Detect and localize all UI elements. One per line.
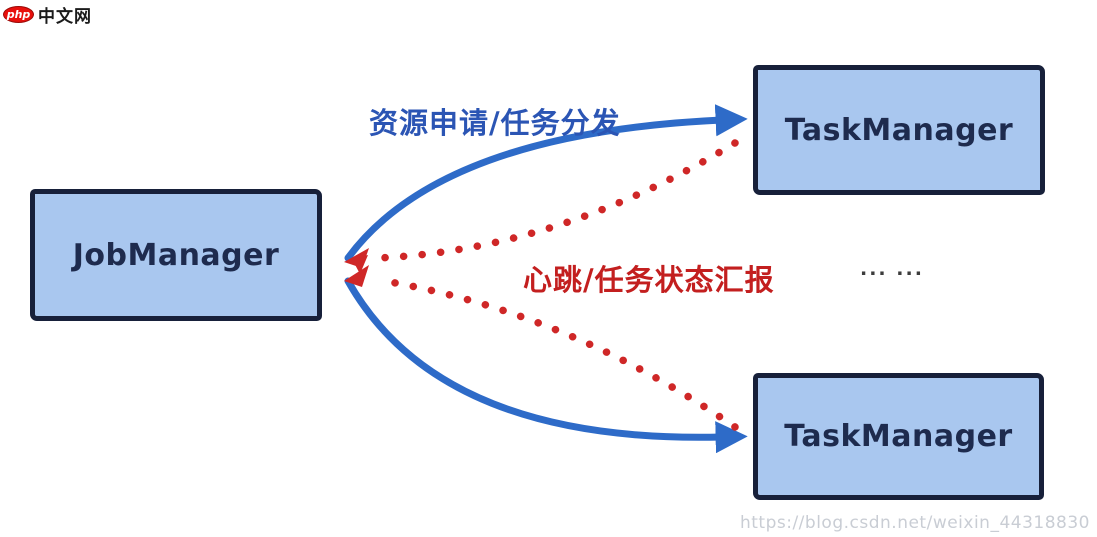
task-manager-bottom-node: TaskManager	[753, 373, 1044, 500]
task-manager-top-node: TaskManager	[753, 65, 1045, 195]
php-logo-badge-icon: php	[3, 6, 34, 23]
php-cn-logo[interactable]: php 中文网	[3, 2, 92, 27]
resource-request-edge-label: 资源申请/任务分发	[369, 106, 621, 140]
resource-request-arrow-top	[344, 104, 748, 262]
task-manager-bottom-label: TaskManager	[784, 419, 1013, 454]
job-manager-node: JobManager	[30, 189, 322, 321]
more-nodes-ellipsis: ... ...	[860, 258, 924, 280]
heartbeat-arrow-top	[374, 139, 739, 262]
resource-request-arrow-bottom	[344, 277, 748, 454]
task-manager-top-label: TaskManager	[784, 112, 1014, 148]
job-manager-label: JobManager	[72, 237, 280, 273]
csdn-watermark: https://blog.csdn.net/weixin_44318830	[739, 513, 1090, 533]
heartbeat-edge-label: 心跳/任务状态汇报	[523, 263, 775, 297]
php-logo-text: 中文网	[38, 7, 92, 27]
heartbeat-arrowheads-icon	[344, 248, 369, 287]
heartbeat-arrow-bottom	[374, 276, 739, 431]
